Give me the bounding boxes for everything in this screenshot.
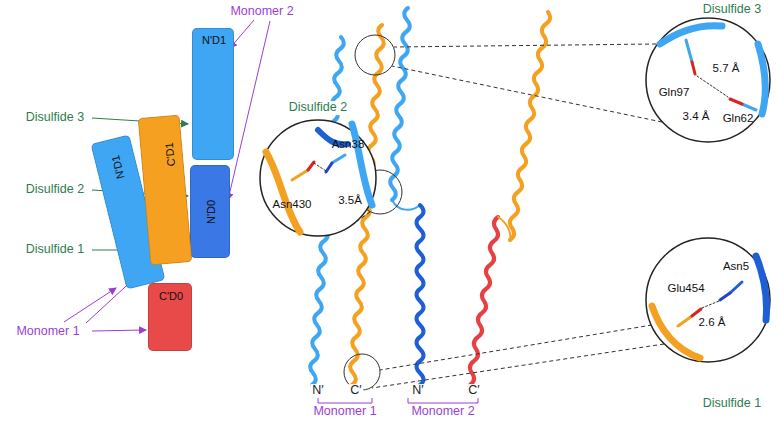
disulfide-label: Disulfide 2 [24,183,86,197]
disulfide-label: Disulfide 3 [701,3,763,17]
group-label: Monomer 1 [311,405,378,419]
group-label: Monomer 2 [228,5,295,19]
inset-circle: Glu454 Asn5 2.6 Å [646,238,770,362]
disulfide-label: Disulfide 2 [287,101,349,115]
domain-box: N'D1 [192,28,234,160]
residue-label: Asn5 [723,260,749,273]
domain-label: N'D1 [202,34,226,46]
residue-label: Gln62 [723,112,754,125]
group-label: Monomer 1 [14,325,81,339]
domain-label: C'D0 [159,290,183,302]
domain-label: N'D1 [109,154,127,180]
disulfide-label: Disulfide 1 [701,397,763,411]
residue-label: 5.7 Å [713,62,740,75]
domain-label: C'D1 [163,142,177,167]
disulfide-label: Disulfide 3 [24,111,86,125]
terminus-label: N′ [310,384,325,398]
group-label: Monomer 2 [409,405,476,419]
residue-label: 3.4 Å [683,110,710,123]
domain-box: C'D0 [148,283,192,351]
residue-label: 2.6 Å [699,316,726,329]
inset-circle: Asn38Asn430 3.5Å [260,120,376,236]
residue-label: Asn430 [272,198,311,211]
domain-box: N'D0 [190,165,230,258]
disulfide-label: Disulfide 1 [24,243,86,257]
domain-label: N'D0 [205,200,217,224]
inset-circle: 5.7 Å Gln97 3.4 Å Gln62 [646,18,770,142]
residue-label: 3.5Å [338,194,362,207]
terminus-label: N′ [410,384,425,398]
terminus-label: C′ [348,384,363,398]
residue-label: Glu454 [667,282,704,295]
terminus-label: C′ [466,384,481,398]
residue-label: Asn38 [332,138,365,151]
residue-label: Gln97 [659,86,690,99]
